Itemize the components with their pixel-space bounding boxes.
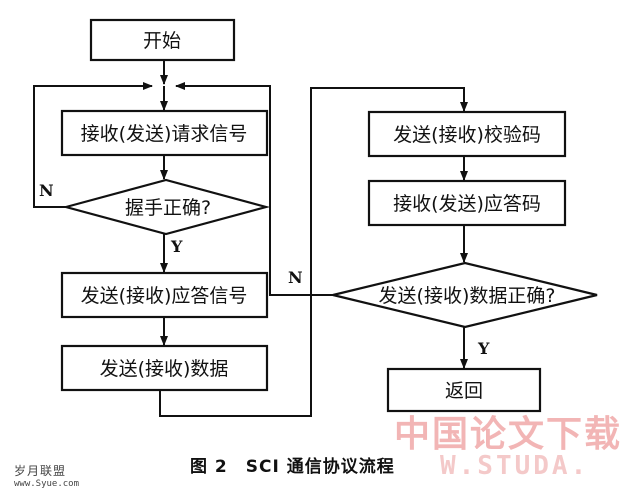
arrow-handshake-no-loop xyxy=(33,82,153,208)
receive-request-label: 接收(发送)请求信号 xyxy=(81,123,248,145)
send-data-label: 发送(接收)数据 xyxy=(100,358,229,380)
figure-caption: 图 2 SCI 通信协议流程 xyxy=(190,457,395,477)
connectors xyxy=(33,60,468,417)
data-ok-yes-label: Y xyxy=(477,339,490,358)
data-ok-decision: 发送(接收)数据正确? xyxy=(332,261,598,329)
return-label: 返回 xyxy=(445,380,483,402)
start-label: 开始 xyxy=(143,30,181,52)
handshake-label: 握手正确? xyxy=(125,197,211,219)
watermark-left-url: www.Syue.com xyxy=(14,479,80,489)
arrow-data-ok-no-loop xyxy=(175,82,333,296)
receive-ack-node: 接收(发送)应答码 xyxy=(367,179,567,227)
data-ok-no-label: N xyxy=(288,268,303,287)
watermark-url: W.STUDA. xyxy=(440,451,590,481)
data-ok-label: 发送(接收)数据正确? xyxy=(379,285,556,307)
send-ack-signal-label: 发送(接收)应答信号 xyxy=(81,285,248,307)
handshake-no-label: N xyxy=(39,181,54,200)
send-ack-signal-node: 发送(接收)应答信号 xyxy=(60,271,269,319)
watermark-cn: 中国论文下载 xyxy=(394,414,620,455)
send-check-label: 发送(接收)校验码 xyxy=(393,124,541,146)
start-node: 开始 xyxy=(89,18,236,62)
receive-request-node: 接收(发送)请求信号 xyxy=(60,109,269,157)
handshake-yes-label: Y xyxy=(170,237,183,256)
return-node: 返回 xyxy=(386,367,542,413)
handshake-decision: 握手正确? xyxy=(61,178,271,236)
arrow-to-send-check xyxy=(159,87,468,417)
send-data-node: 发送(接收)数据 xyxy=(60,344,269,392)
send-check-node: 发送(接收)校验码 xyxy=(367,110,567,158)
receive-ack-label: 接收(发送)应答码 xyxy=(393,193,541,215)
watermark-left-cn: 岁月联盟 xyxy=(14,464,67,478)
